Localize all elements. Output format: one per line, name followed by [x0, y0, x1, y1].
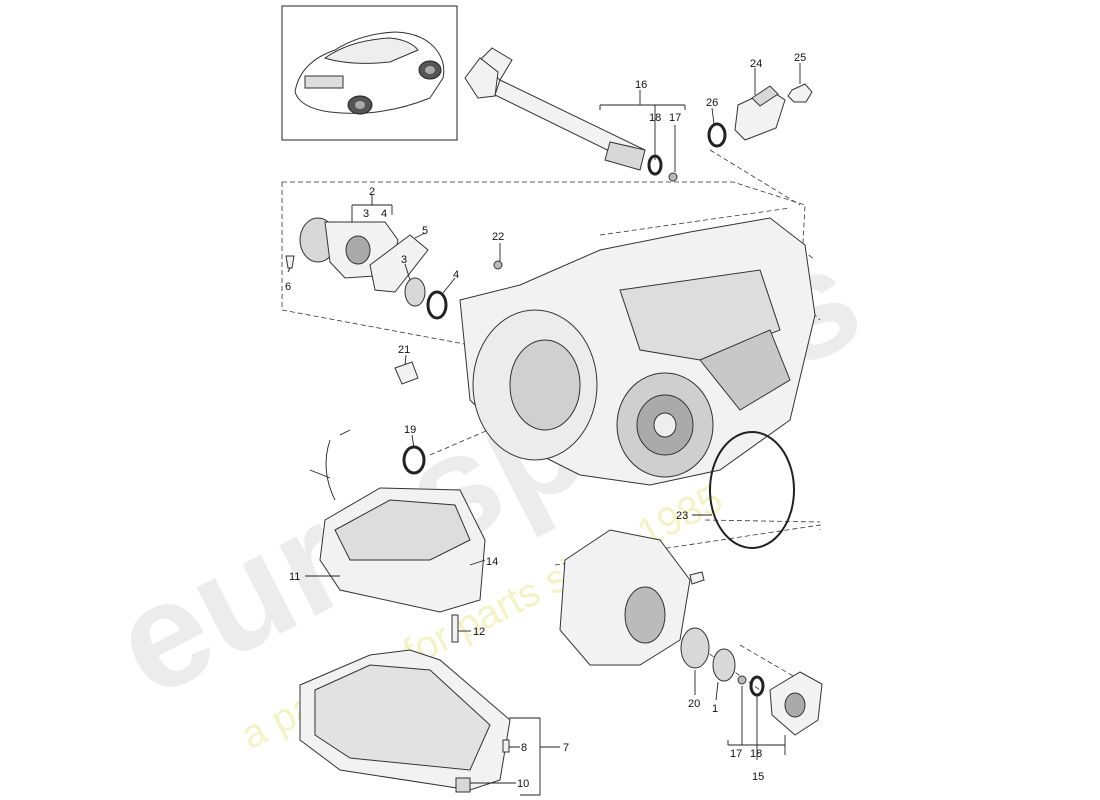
flange-15 [769, 671, 823, 736]
callout-8: 8 [521, 742, 527, 754]
callout-4-upper: 4 [381, 208, 387, 220]
callout-20: 20 [688, 698, 700, 710]
car-thumbnail [281, 5, 458, 141]
flange-24 [734, 85, 786, 141]
callout-15: 15 [752, 771, 764, 783]
callout-labels: 16 18 17 24 25 26 2 3 4 5 3 4 6 22 21 19… [285, 52, 806, 790]
callout-3-upper: 3 [363, 208, 369, 220]
callout-17-upper: 17 [669, 112, 681, 124]
callout-23: 23 [676, 510, 688, 522]
circlip-18-lower [749, 675, 765, 697]
bolt-diff [689, 571, 705, 585]
callout-2: 2 [369, 186, 375, 198]
bolt-8 [502, 739, 510, 753]
valve-body-11 [309, 429, 486, 613]
differential-cover [559, 529, 691, 666]
callout-22: 22 [492, 231, 504, 243]
bearing-1 [712, 648, 736, 682]
o-ring-23 [709, 431, 795, 549]
callout-7: 7 [563, 742, 569, 754]
callout-19: 19 [404, 424, 416, 436]
callout-18-lower: 18 [750, 748, 762, 760]
callout-16: 16 [635, 79, 647, 91]
nut-25 [787, 83, 813, 103]
callout-24: 24 [750, 58, 762, 70]
callout-17-lower: 17 [730, 748, 742, 760]
plug-17 [668, 172, 678, 182]
bolt-12 [451, 614, 459, 643]
seal-26 [707, 122, 727, 148]
callout-26: 26 [706, 97, 718, 109]
callout-4-lower: 4 [453, 269, 459, 281]
callout-25: 25 [794, 52, 806, 64]
plug-10 [455, 777, 471, 793]
gasket-5 [369, 234, 429, 293]
plug-17-lower [737, 675, 747, 685]
oil-pan-7 [299, 649, 511, 791]
callout-1: 1 [712, 703, 718, 715]
callout-5: 5 [422, 225, 428, 237]
seal-4 [426, 290, 448, 320]
callout-3-lower: 3 [401, 254, 407, 266]
driveshaft [464, 47, 646, 171]
leader-lines [287, 63, 801, 796]
bolt-6 [285, 255, 295, 269]
callout-14: 14 [486, 556, 498, 568]
callout-11: 11 [289, 571, 300, 583]
seal-20 [680, 627, 710, 669]
callout-6: 6 [285, 281, 291, 293]
callout-10: 10 [517, 778, 529, 790]
callout-18-upper: 18 [649, 112, 661, 124]
transmission-housing [459, 217, 816, 486]
callout-21: 21 [398, 344, 410, 356]
assembly-outline-upper [281, 181, 821, 346]
plug-22 [493, 260, 503, 270]
callout-12: 12 [473, 626, 485, 638]
bearing-3 [404, 277, 426, 307]
assembly-outline-seal [429, 424, 501, 456]
sensor-21 [394, 361, 419, 385]
